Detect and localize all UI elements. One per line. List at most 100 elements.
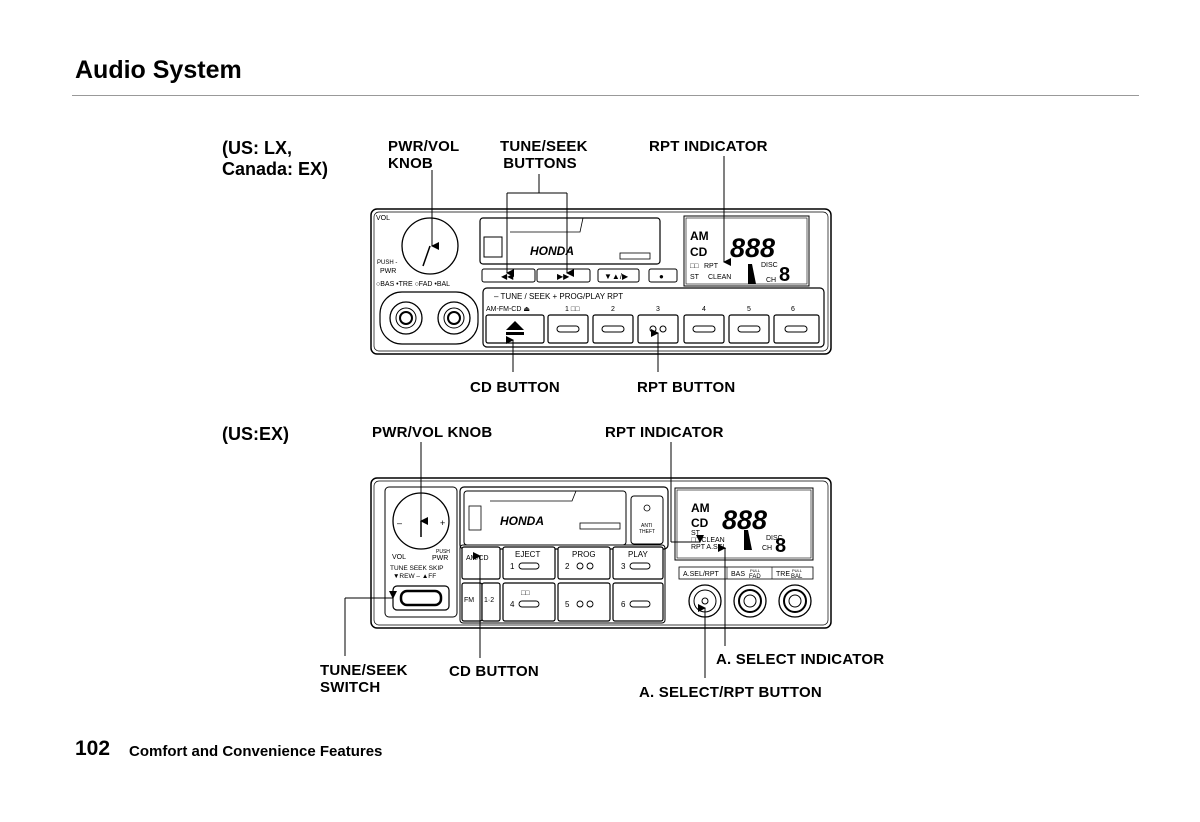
radio2-tune-seek-callout: TUNE/SEEK SWITCH (320, 662, 408, 696)
disp-digits: 888 (730, 233, 775, 263)
preset-label-2: 2 (611, 306, 615, 313)
preset-num-4: 4 (510, 600, 515, 609)
radio1-preset-6-button[interactable] (773, 314, 820, 344)
radio2-unit: – + VOL PUSH PWR TUNE SEEK SKIP ▼REW – ▲… (370, 477, 832, 629)
tune-seek-skip-label: TUNE SEEK SKIP (390, 565, 443, 572)
preset-num-3: 3 (621, 562, 626, 571)
disp-disc: DISC (766, 535, 783, 542)
radio2-display (674, 487, 814, 561)
disp-cd: CD (691, 516, 709, 530)
disp-cd: CD (690, 245, 708, 259)
radio1-rpt-button-callout: RPT BUTTON (637, 379, 736, 396)
radio1-tape-door[interactable] (479, 217, 661, 265)
preset-label-amfmcd: AM-FM-CD ⏏ (486, 306, 530, 313)
rew-ff-label: ▼REW – ▲FF (393, 573, 436, 580)
seek-down-label: ◀◀ (501, 272, 514, 281)
disp-tape: □□ (690, 263, 699, 270)
radio1-leader-lines (431, 156, 731, 372)
push-label: PUSH (436, 549, 450, 555)
preset-num-2: 2 (565, 562, 570, 571)
radio2-pwr-vol-callout: PWR/VOL KNOB (372, 424, 493, 441)
radio1-tape-stop-button[interactable] (648, 268, 678, 283)
band-label: 1·2 (484, 597, 494, 604)
disp-disc: DISC (761, 262, 778, 269)
fm-label: FM (464, 597, 474, 604)
preset-label-3: 3 (656, 306, 660, 313)
pwr-label: PWR (380, 268, 396, 275)
callout-line: PWR/VOL (388, 138, 460, 155)
preset-num-5: 5 (565, 600, 570, 609)
radio1-rpt-indicator-callout: RPT INDICATOR (649, 138, 768, 155)
disp-rpt: RPT (704, 263, 719, 270)
pull-label: PULL (792, 568, 803, 573)
disp-st: ST (691, 530, 701, 537)
radio2-cd-button-callout: CD BUTTON (449, 663, 539, 680)
vol-label: VOL (392, 554, 406, 561)
radio1-model-line1: (US: LX, (222, 138, 292, 158)
header-rule (72, 95, 1139, 96)
preset-num-6: 6 (621, 600, 626, 609)
tape-dir-label: ▼▲/▶ (604, 272, 629, 281)
preset-num-1: 1 (510, 562, 515, 571)
radio1-preset-4-button[interactable] (683, 314, 725, 344)
radio2-a-select-rpt-callout: A. SELECT/RPT BUTTON (639, 684, 822, 701)
preset-label-5: 5 (747, 306, 751, 313)
radio2-preset-5-button[interactable] (557, 582, 611, 622)
radio2-tape-door[interactable] (463, 490, 627, 546)
radio2-anti-theft-indicator (630, 495, 664, 545)
svg-text:+: + (440, 518, 445, 528)
radio1-model-label: (US: LX, Canada: EX) (222, 138, 328, 180)
eject-label: EJECT (515, 550, 540, 559)
disp-ch-digit: 8 (779, 264, 790, 286)
preset-label-1: 1 □□ (565, 306, 580, 313)
radio1-bass-treble-knob[interactable] (389, 301, 423, 335)
radio1-function-label: – TUNE / SEEK + PROG/PLAY RPT (494, 292, 623, 301)
page-title: Audio System (75, 56, 242, 84)
prog-label: PROG (572, 550, 596, 559)
tre-label: TRE (776, 571, 790, 578)
radio1-preset-2-button[interactable] (592, 314, 634, 344)
tape-stop-label: ● (659, 272, 664, 281)
fad-label: FAD (749, 574, 761, 580)
anti-label: ANTI (641, 523, 652, 529)
radio2-prog-2-button[interactable] (557, 546, 611, 580)
disp-st: ST (690, 274, 700, 281)
bas-label: BAS (731, 571, 745, 578)
play-label: PLAY (628, 550, 649, 559)
radio2-preset-4-button[interactable] (502, 582, 556, 622)
bal-label: BAL (791, 574, 803, 580)
radio1-tape-direction-button[interactable] (597, 268, 640, 283)
disp-am: AM (690, 229, 709, 243)
radio2-cd-button[interactable] (461, 546, 501, 580)
callout-line: SWITCH (320, 679, 381, 696)
preset-label-6: 6 (791, 306, 795, 313)
push-label: PUSH - (377, 260, 397, 266)
disp-ch: CH (762, 545, 772, 552)
radio1-honda-logo: HONDA (530, 244, 574, 258)
disp-ch: CH (766, 277, 776, 284)
radio2-honda-logo: HONDA (500, 514, 544, 528)
radio1-preset-5-button[interactable] (728, 314, 770, 344)
disp-clean: □□ CLEAN (691, 537, 725, 544)
radio1-unit: VOL PUSH - PWR ○BAS •TRE ○FAD •BAL HONDA… (370, 208, 832, 355)
radio2-a-select-indicator-callout: A. SELECT INDICATOR (716, 651, 885, 668)
pull-label: PULL (750, 568, 761, 573)
radio1-fade-balance-knob[interactable] (437, 301, 471, 335)
disp-rpt-asel: RPT A.SEL (691, 544, 726, 551)
radio1-preset-1-button[interactable] (547, 314, 589, 344)
theft-label: THEFT (639, 529, 655, 535)
radio2-preset-6-button[interactable] (612, 582, 664, 622)
svg-text:–: – (397, 518, 402, 528)
pwr-label: PWR (432, 555, 448, 562)
radio1-pwr-vol-callout: PWR/VOL KNOB (388, 138, 459, 172)
radio1-model-line2: Canada: EX) (222, 159, 329, 179)
callout-line: TUNE/SEEK (500, 138, 588, 155)
radio2-band-button[interactable] (481, 582, 501, 622)
disp-am: AM (691, 501, 710, 515)
radio2-model-label: (US:EX) (222, 424, 289, 444)
radio1-seek-up-button[interactable] (536, 268, 591, 283)
radio1-tune-seek-callout: TUNE/SEEK BUTTONS (500, 138, 588, 172)
asel-rpt-label: A.SEL/RPT (683, 571, 720, 578)
radio2-tune-seek-switch[interactable] (399, 589, 443, 607)
